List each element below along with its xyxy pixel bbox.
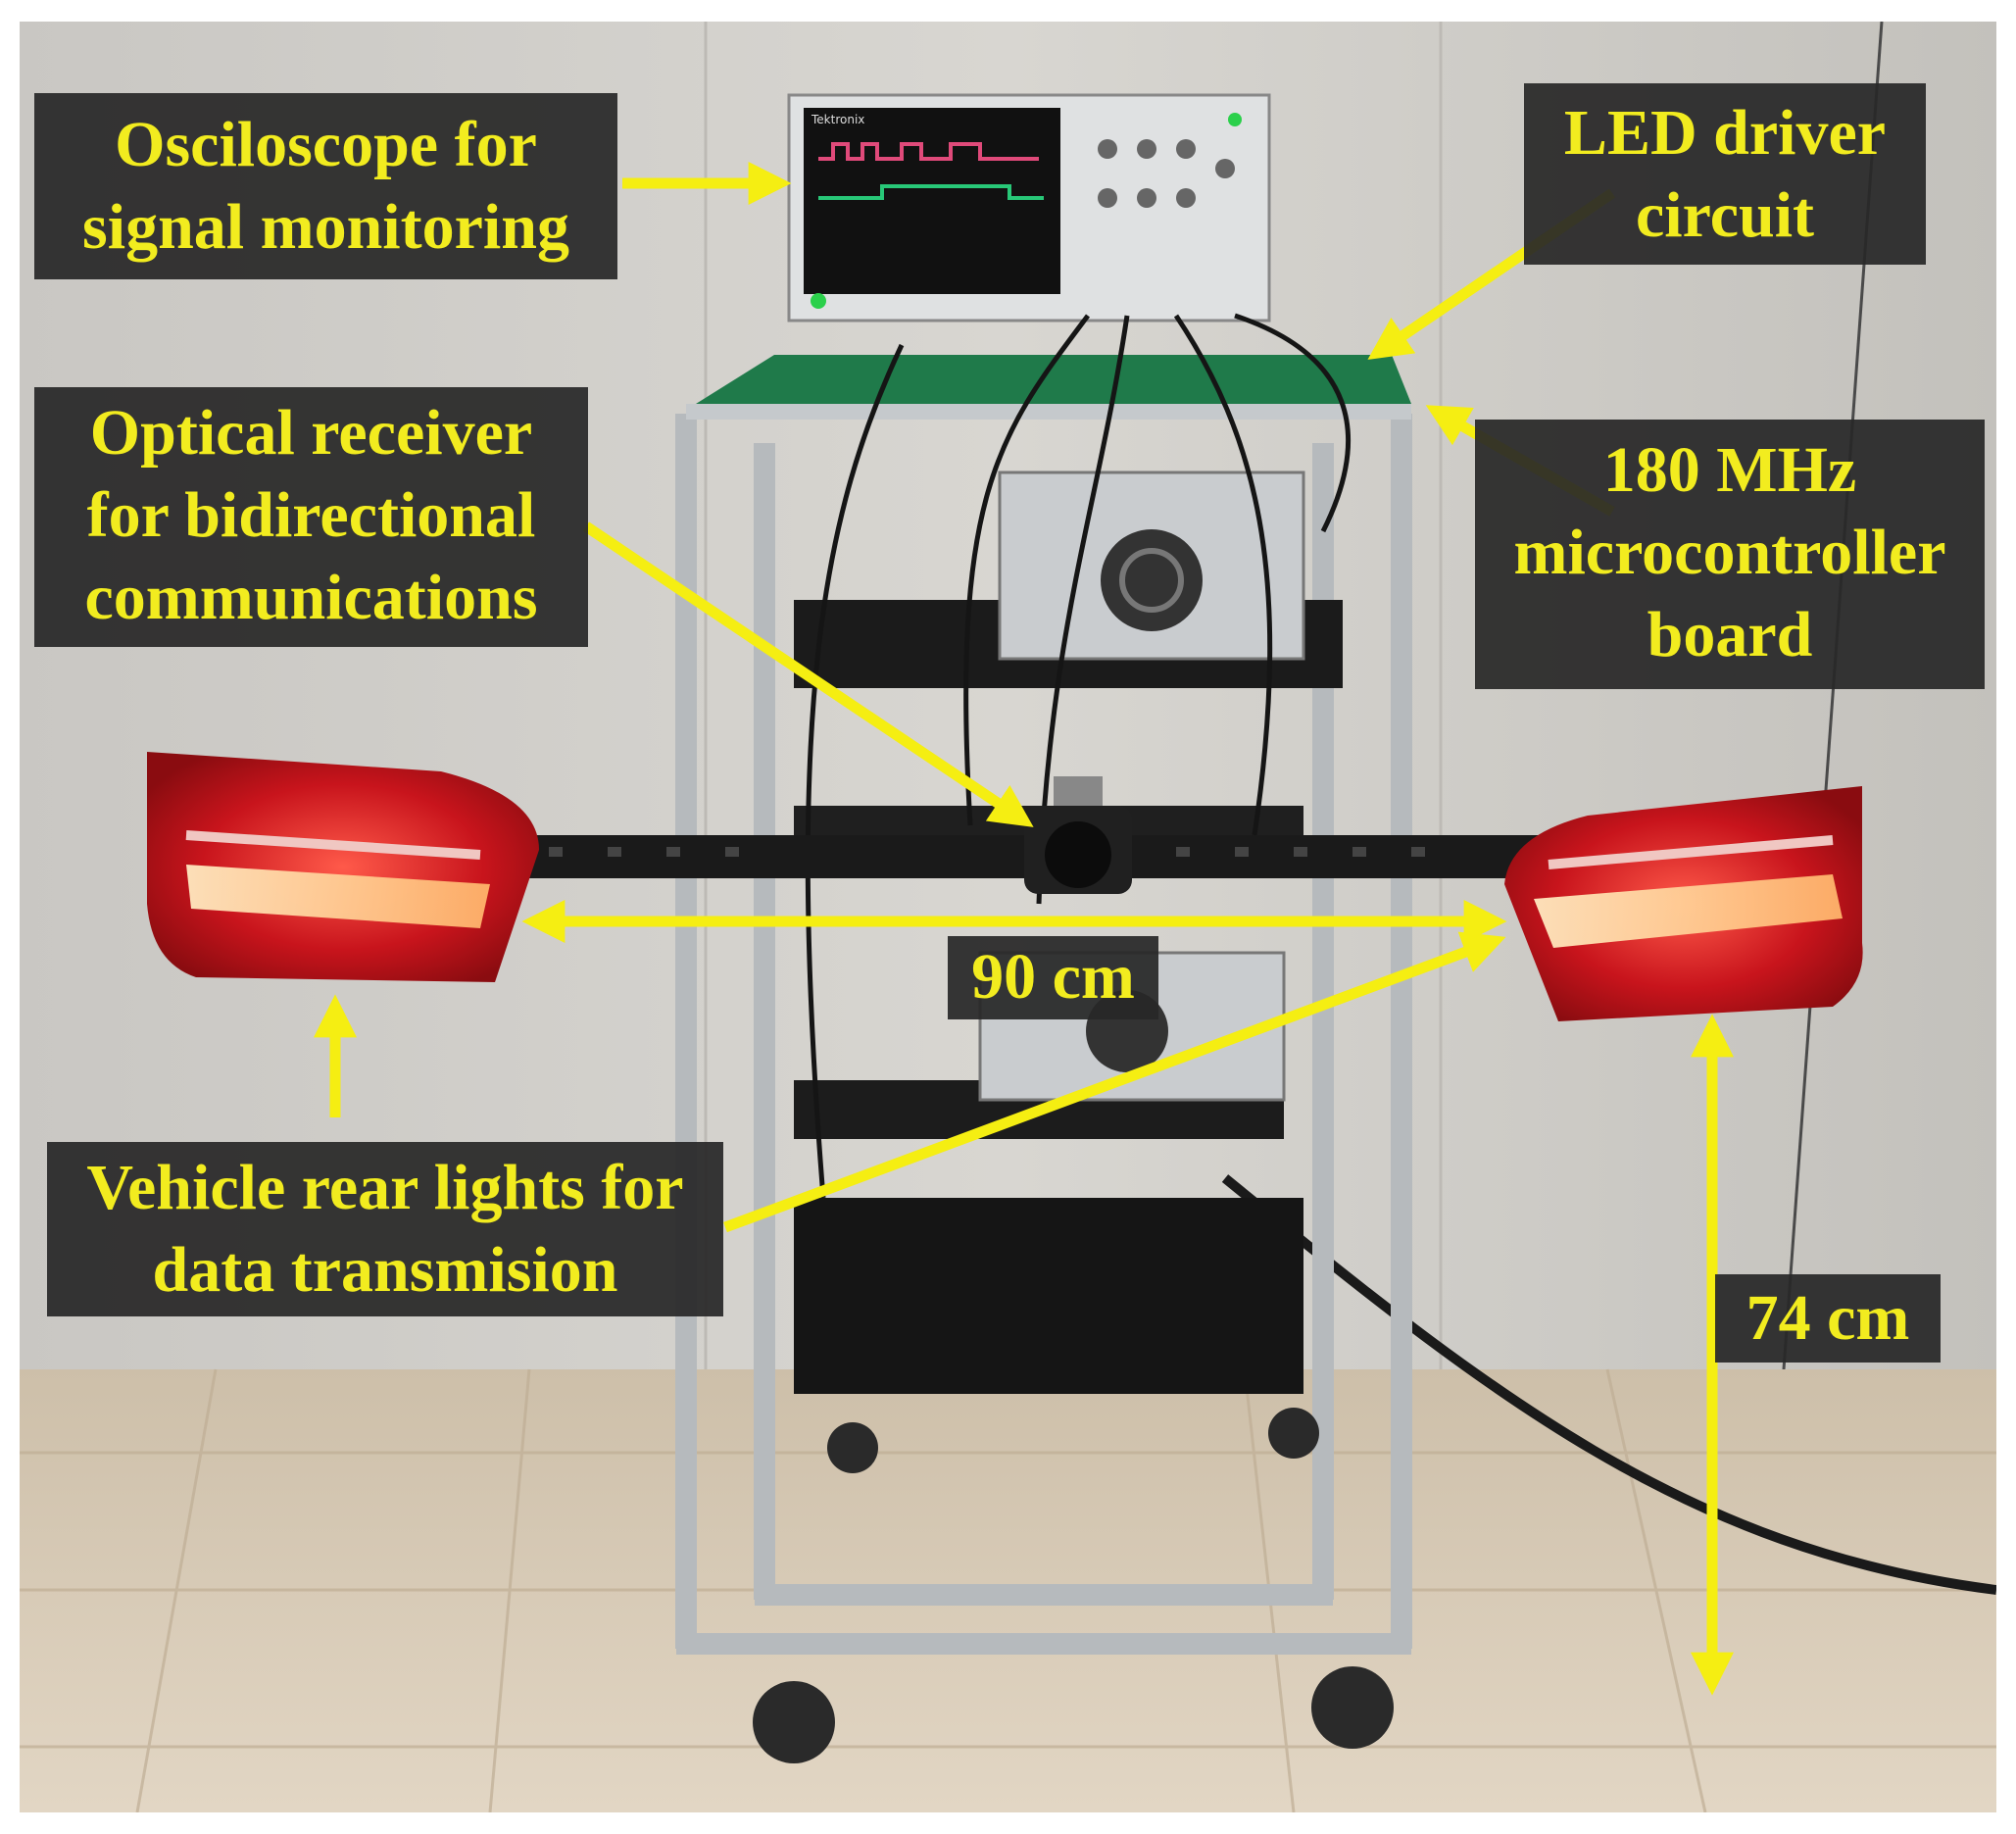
oscilloscope: Tektronix	[787, 93, 1271, 322]
test-bench-photo: Tektronix	[20, 22, 1996, 1812]
optical-receiver	[1024, 776, 1132, 894]
dimension-arrows	[521, 900, 1734, 1696]
wheels	[753, 1408, 1394, 1763]
label-height-74cm: 74 cm	[1715, 1274, 1941, 1363]
green-board	[696, 355, 1411, 404]
right-tail-light	[1504, 786, 1863, 1021]
oscilloscope-brand: Tektronix	[811, 113, 864, 126]
left-tail-light	[147, 752, 539, 982]
aluminum-cart	[675, 414, 1412, 1655]
label-width-90cm: 90 cm	[948, 936, 1158, 1019]
